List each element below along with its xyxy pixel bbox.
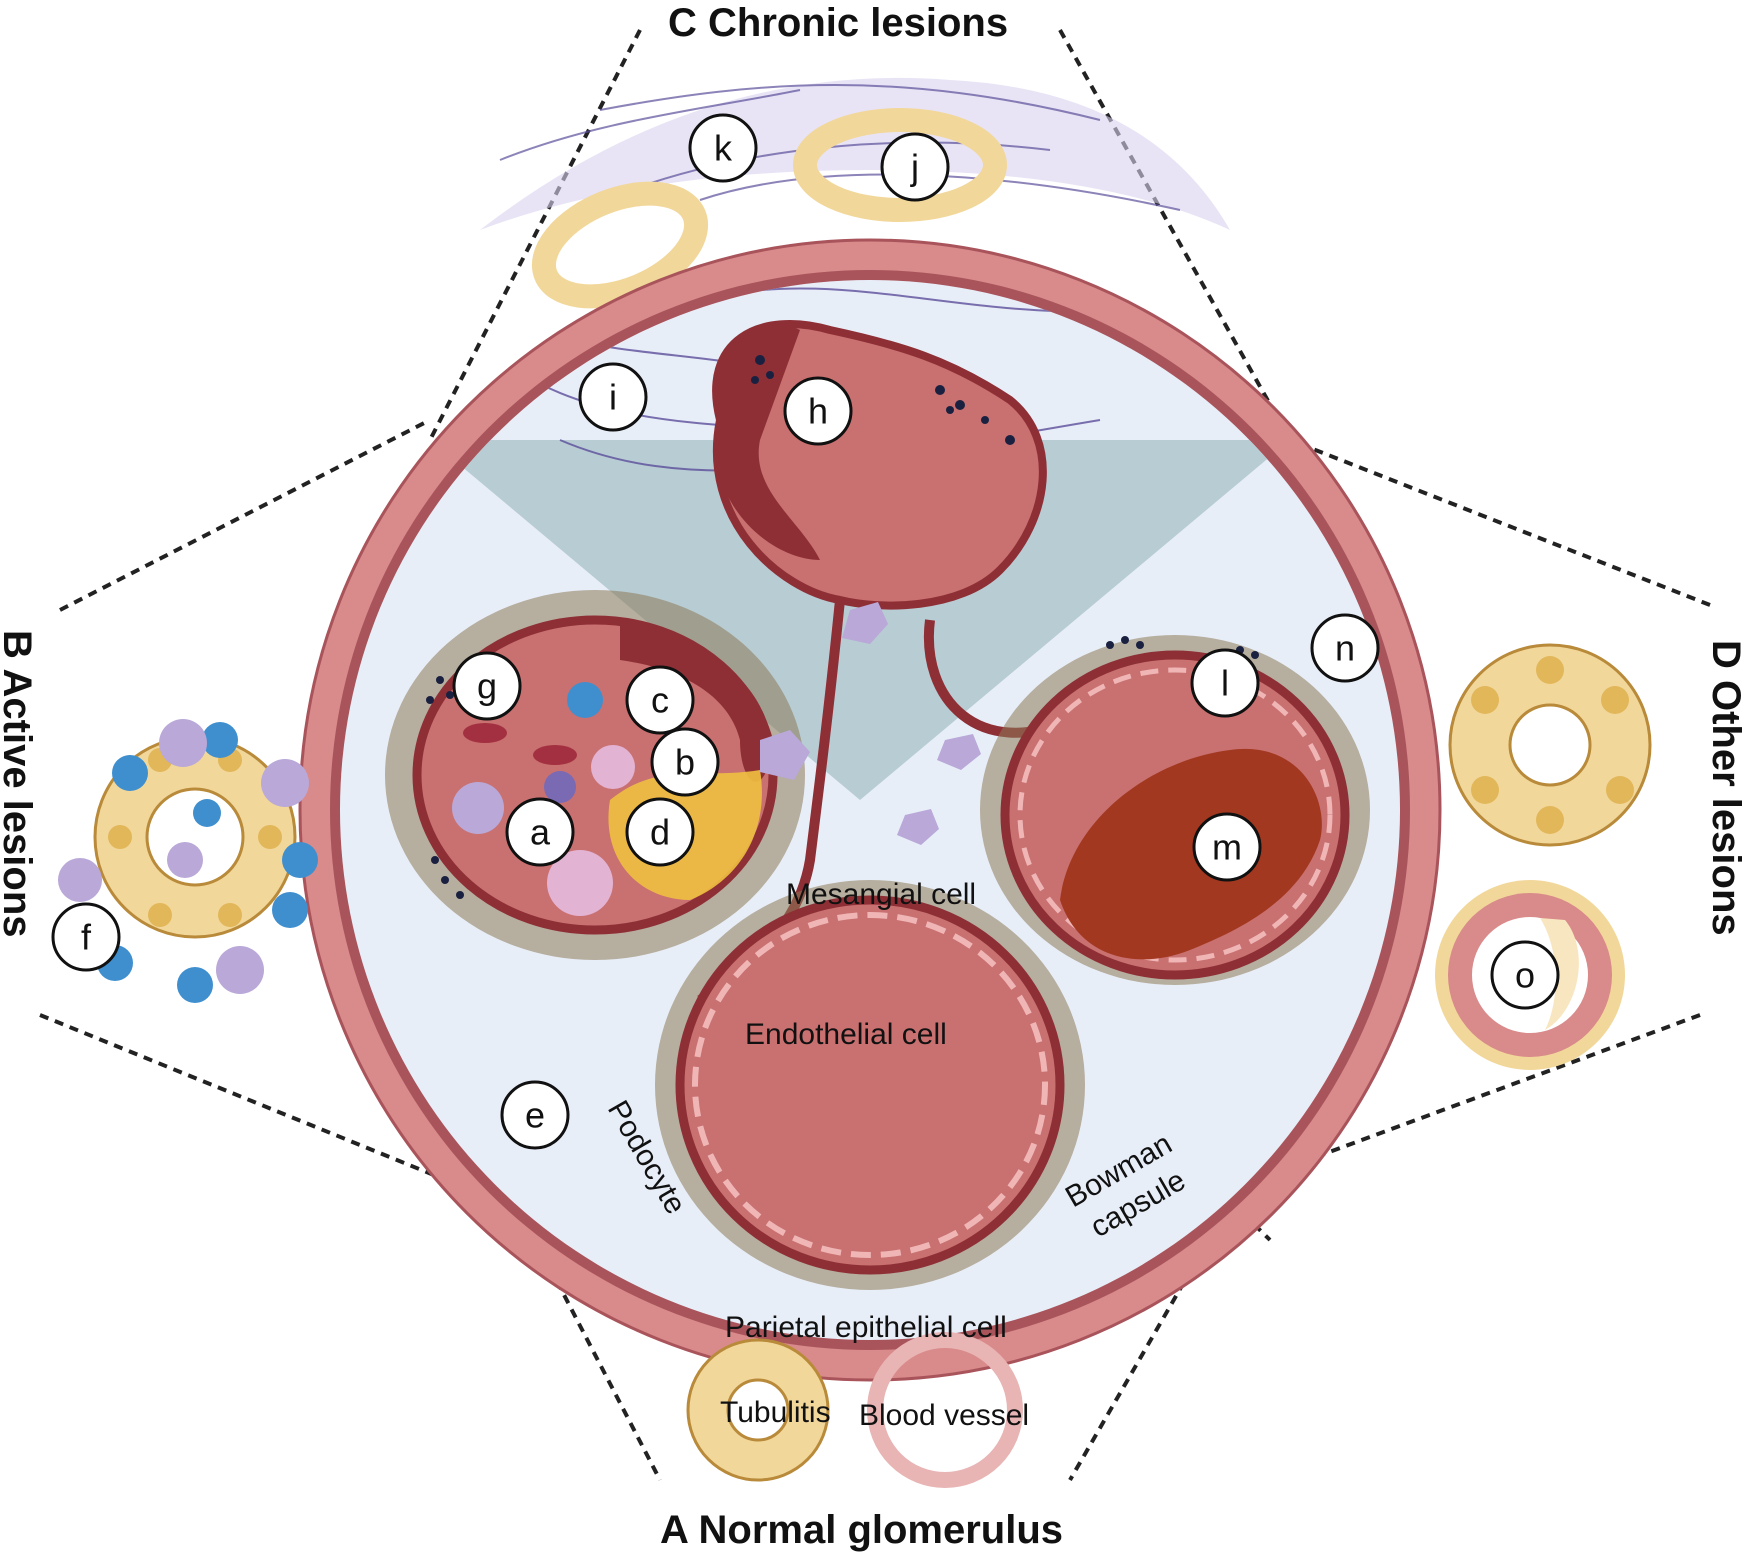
title-chronic-lesions: C Chronic lesions xyxy=(668,1,1008,45)
interstitial-fibrosis xyxy=(480,77,1230,230)
divider-line xyxy=(39,1013,521,1212)
marker-a: a xyxy=(505,797,575,867)
label-endothelial-cell: Endothelial cell xyxy=(745,1018,947,1051)
marker-o: o xyxy=(1490,940,1560,1010)
title-other-lesions: D Other lesions xyxy=(1704,640,1747,936)
tubule-normal-right xyxy=(1448,643,1652,847)
marker-g-letter: g xyxy=(477,666,497,707)
marker-o-letter: o xyxy=(1515,955,1535,996)
marker-d: d xyxy=(625,797,695,867)
marker-j: j xyxy=(880,132,950,202)
marker-h-letter: h xyxy=(808,391,828,432)
marker-j-letter: j xyxy=(910,147,919,188)
marker-f: f xyxy=(51,902,121,972)
title-active-lesions: B Active lesions xyxy=(0,630,39,938)
marker-c: c xyxy=(625,665,695,735)
marker-k: k xyxy=(688,113,758,183)
marker-i-letter: i xyxy=(609,377,617,418)
marker-l: l xyxy=(1190,648,1260,718)
label-blood-vessel: Blood vessel xyxy=(859,1399,1029,1432)
title-normal-glomerulus: A Normal glomerulus xyxy=(660,1508,1063,1552)
capillary-loop-left xyxy=(385,590,805,960)
thrombus xyxy=(1060,748,1322,960)
marker-n-letter: n xyxy=(1335,628,1355,669)
marker-e: e xyxy=(500,1080,570,1150)
blood-vessel-normal xyxy=(867,1332,1023,1488)
marker-g: g xyxy=(452,651,522,721)
marker-k-letter: k xyxy=(714,128,733,169)
marker-e-letter: e xyxy=(525,1095,545,1136)
marker-l-letter: l xyxy=(1221,663,1229,704)
label-mesangial-cell: Mesangial cell xyxy=(786,878,976,911)
marker-d-letter: d xyxy=(650,812,670,853)
lymphocyte xyxy=(567,682,603,718)
marker-b-letter: b xyxy=(675,742,695,783)
marker-b: b xyxy=(650,727,720,797)
macrophage xyxy=(452,782,504,834)
divider-line xyxy=(1289,438,1711,607)
neutrophil xyxy=(547,850,613,916)
tubule-normal-bottom xyxy=(686,1338,830,1482)
mesangial-cells xyxy=(760,602,981,845)
marker-m: m xyxy=(1192,812,1262,882)
atrophic-tubule-left xyxy=(531,181,709,309)
marker-c-letter: c xyxy=(651,680,669,721)
marker-i: i xyxy=(578,362,648,432)
atrophic-tubule-right xyxy=(793,108,1007,222)
tubulitis-inflammation xyxy=(58,719,318,1003)
label-parietal-epithelial-cell: Parietal epithelial cell xyxy=(725,1311,1007,1344)
marker-m-letter: m xyxy=(1212,827,1242,868)
divider-line xyxy=(59,418,431,612)
marker-h: h xyxy=(783,376,853,446)
marker-f-letter: f xyxy=(81,917,92,958)
marker-n: n xyxy=(1310,613,1380,683)
divider-line xyxy=(428,29,642,441)
capillary-loop-bottom xyxy=(655,880,1085,1290)
divider-line xyxy=(1058,29,1292,441)
marker-a-letter: a xyxy=(530,812,551,853)
label-tubulitis: Tubulitis xyxy=(720,1396,831,1429)
capillary-loop-right xyxy=(980,635,1370,985)
